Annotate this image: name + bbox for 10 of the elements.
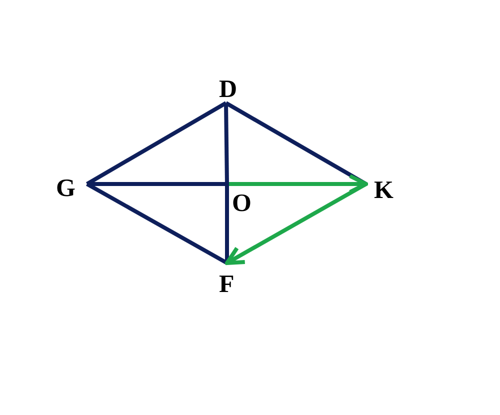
line-segment	[224, 102, 229, 184]
vertex-label: D	[219, 77, 238, 102]
vertex-label: G	[56, 176, 76, 201]
line-segment	[225, 184, 229, 263]
line-segment	[86, 182, 228, 265]
vertex-label: F	[219, 272, 234, 297]
vertex-label: K	[374, 178, 394, 203]
vector-arrow	[227, 174, 368, 194]
vertex-label: O	[232, 191, 252, 216]
line-segment	[86, 101, 227, 186]
